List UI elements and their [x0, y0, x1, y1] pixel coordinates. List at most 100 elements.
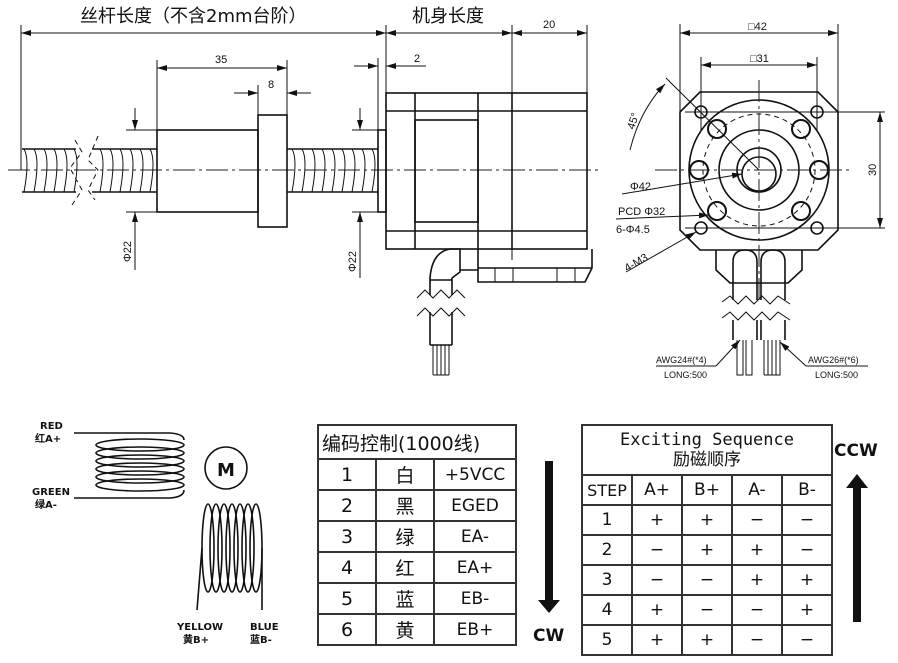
cell: + [631, 594, 683, 626]
sequence-table-title: Exciting Sequence 励磁顺序 [581, 424, 833, 476]
pin-number: 2 [317, 489, 377, 522]
square-42: □42 [748, 21, 767, 33]
cell: − [781, 624, 833, 656]
dia-22-right: Φ22 [347, 251, 359, 272]
motor-symbol-circle [204, 446, 248, 490]
cell: 4 [581, 594, 633, 626]
cell: − [731, 504, 783, 536]
dia-22-left: Φ22 [122, 241, 134, 262]
cable-exits [715, 249, 803, 376]
cell: + [681, 504, 733, 536]
screw-length-label: 丝杆长度（不含2mm台阶） [80, 6, 307, 27]
cw-arrow [538, 461, 560, 613]
mounting-holes [689, 119, 829, 221]
encoder-table-title: 编码控制(1000线) [317, 424, 517, 460]
wire-color: 红 [375, 551, 435, 584]
signal: EA- [433, 520, 517, 553]
green-label-en: GREEN [32, 487, 70, 498]
angle-arc [629, 83, 666, 151]
cable-left-spec: AWG24#(*4) [656, 355, 707, 365]
blue-label-cn: 蓝B- [250, 633, 272, 646]
angle-45: 45° [625, 111, 642, 131]
column-header: A- [731, 474, 783, 506]
ccw-label: CCW [834, 441, 878, 461]
column-header: B- [781, 474, 833, 506]
cable-right-spec: AWG26#(*6) [808, 355, 859, 365]
table-row: 4 红 EA+ [317, 551, 517, 584]
column-header: A+ [631, 474, 683, 506]
cell: − [631, 534, 683, 566]
pin-number: 1 [317, 458, 377, 491]
wire-color: 白 [375, 458, 435, 491]
table-row: 1 + + − − [581, 504, 833, 536]
table-row: 2 黑 EGED [317, 489, 517, 522]
cell: + [781, 564, 833, 596]
title-en: Exciting Sequence [620, 430, 794, 450]
holes-label: 6-Φ4.5 [616, 224, 650, 236]
cell: + [681, 534, 733, 566]
title-cn: 励磁顺序 [673, 450, 741, 470]
square-31: □31 [750, 53, 769, 65]
wire-color: 黄 [375, 613, 435, 646]
lead-screw-left [22, 135, 157, 206]
cell: 1 [581, 504, 633, 536]
dim-20: 20 [543, 19, 555, 31]
cell: − [781, 534, 833, 566]
table-row: 3 绿 EA- [317, 520, 517, 553]
cell: 5 [581, 624, 633, 656]
dim-8: 8 [268, 79, 274, 91]
wire-color: 蓝 [375, 582, 435, 615]
motor-length-label: 机身长度 [412, 6, 484, 27]
pin-number: 3 [317, 520, 377, 553]
front-view: □42 □31 [615, 21, 885, 380]
motor-flange [679, 91, 839, 251]
ball-nut: Φ22 [122, 108, 288, 270]
dia-42-leader [621, 172, 743, 195]
cell: − [731, 624, 783, 656]
table-row: 6 黄 EB+ [317, 613, 517, 646]
table-row: 1 白 +5VCC [317, 458, 517, 491]
threads-leader [625, 231, 697, 273]
cable-left-leader [715, 339, 741, 367]
cell: + [731, 534, 783, 566]
motor-body [377, 92, 593, 376]
cable-right-leader [779, 341, 807, 367]
table-row: 4 + − − + [581, 594, 833, 626]
signal: EB- [433, 582, 517, 615]
cell: 3 [581, 564, 633, 596]
cell: + [681, 624, 733, 656]
motor-symbol: M [217, 460, 235, 481]
cell: − [731, 594, 783, 626]
cell: − [681, 594, 733, 626]
yellow-label-cn: 黄B+ [183, 633, 209, 646]
cell: + [631, 624, 683, 656]
signal: EB+ [433, 613, 517, 646]
table-row: 5 蓝 EB- [317, 582, 517, 615]
dim-2: 2 [414, 53, 420, 65]
red-label-cn: 红A+ [35, 432, 61, 445]
cable-left-length: LONG:500 [664, 370, 707, 380]
cell: 2 [581, 534, 633, 566]
ccw-arrow [846, 474, 868, 622]
pin-number: 5 [317, 582, 377, 615]
cell: − [631, 564, 683, 596]
cell: + [731, 564, 783, 596]
column-header: B+ [681, 474, 733, 506]
column-header: STEP [581, 474, 633, 506]
wire-color: 黑 [375, 489, 435, 522]
cell: − [781, 504, 833, 536]
table-row: 2 − + + − [581, 534, 833, 566]
cell: + [781, 594, 833, 626]
signal: EA+ [433, 551, 517, 584]
blue-label-en: BLUE [250, 622, 279, 633]
yellow-label-en: YELLOW [176, 622, 223, 633]
pcd-label: PCD Φ32 [618, 206, 665, 218]
table-row: 5 + + − − [581, 624, 833, 656]
red-label-en: RED [40, 421, 63, 432]
cable-right-length: LONG:500 [815, 370, 858, 380]
pin-number: 4 [317, 551, 377, 584]
table-row: 3 − − + + [581, 564, 833, 596]
cw-label: CW [533, 626, 565, 646]
sequence-table: Exciting Sequence 励磁顺序 STEP A+ B+ A- B- … [581, 424, 833, 656]
